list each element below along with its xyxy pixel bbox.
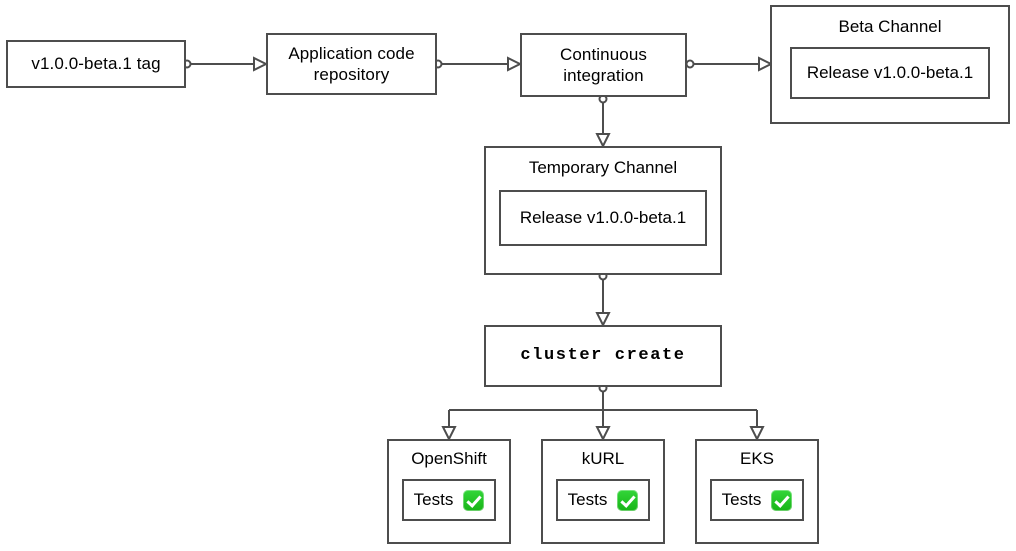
node-kurl[interactable]: kURL Tests	[541, 439, 665, 544]
edge-cluster-create-to-targets	[441, 383, 765, 442]
edge-tag-to-repo	[182, 56, 269, 72]
node-temporary-channel-release-box[interactable]: Release v1.0.0-beta.1	[499, 190, 707, 247]
node-application-code-repository-label-line2: repository	[313, 65, 390, 84]
node-continuous-integration[interactable]: Continuous integration	[520, 33, 687, 97]
node-openshift-tests-box[interactable]: Tests	[402, 479, 496, 522]
node-cluster-create[interactable]: cluster create	[484, 325, 722, 387]
node-cluster-create-label: cluster create	[520, 346, 686, 366]
node-temporary-channel-release-label: Release v1.0.0-beta.1	[519, 208, 687, 228]
node-openshift[interactable]: OpenShift Tests	[387, 439, 511, 544]
node-beta-channel-release-box[interactable]: Release v1.0.0-beta.1	[790, 47, 990, 100]
node-application-code-repository-label-line1: Application code	[288, 43, 415, 63]
edge-ci-to-beta-channel	[685, 56, 774, 72]
node-continuous-integration-label-line2: integration	[563, 66, 644, 85]
node-beta-channel-release-label: Release v1.0.0-beta.1	[806, 63, 974, 83]
node-openshift-tests-label: Tests	[413, 490, 454, 510]
node-kurl-tests-label: Tests	[567, 490, 608, 510]
node-temporary-channel-title: Temporary Channel	[528, 158, 678, 177]
edge-ci-to-temporary-channel	[595, 94, 611, 149]
node-version-tag[interactable]: v1.0.0-beta.1 tag	[6, 40, 186, 88]
node-beta-channel-title: Beta Channel	[838, 17, 942, 36]
node-temporary-channel[interactable]: Temporary Channel Release v1.0.0-beta.1	[484, 146, 722, 275]
green-check-icon	[771, 489, 793, 511]
node-version-tag-label: v1.0.0-beta.1 tag	[31, 54, 161, 74]
node-kurl-tests-box[interactable]: Tests	[556, 479, 650, 522]
edge-temporary-channel-to-cluster-create	[595, 271, 611, 328]
green-check-icon	[617, 489, 639, 511]
node-beta-channel[interactable]: Beta Channel Release v1.0.0-beta.1	[770, 5, 1010, 124]
node-eks[interactable]: EKS Tests	[695, 439, 819, 544]
node-continuous-integration-label-line1: Continuous	[559, 44, 647, 64]
node-kurl-title: kURL	[581, 449, 625, 468]
node-eks-title: EKS	[739, 449, 775, 468]
node-eks-tests-box[interactable]: Tests	[710, 479, 804, 522]
node-openshift-title: OpenShift	[411, 449, 487, 468]
green-check-icon	[463, 489, 485, 511]
node-application-code-repository[interactable]: Application code repository	[266, 33, 437, 95]
edge-repo-to-ci	[433, 56, 523, 72]
node-eks-tests-label: Tests	[721, 490, 762, 510]
